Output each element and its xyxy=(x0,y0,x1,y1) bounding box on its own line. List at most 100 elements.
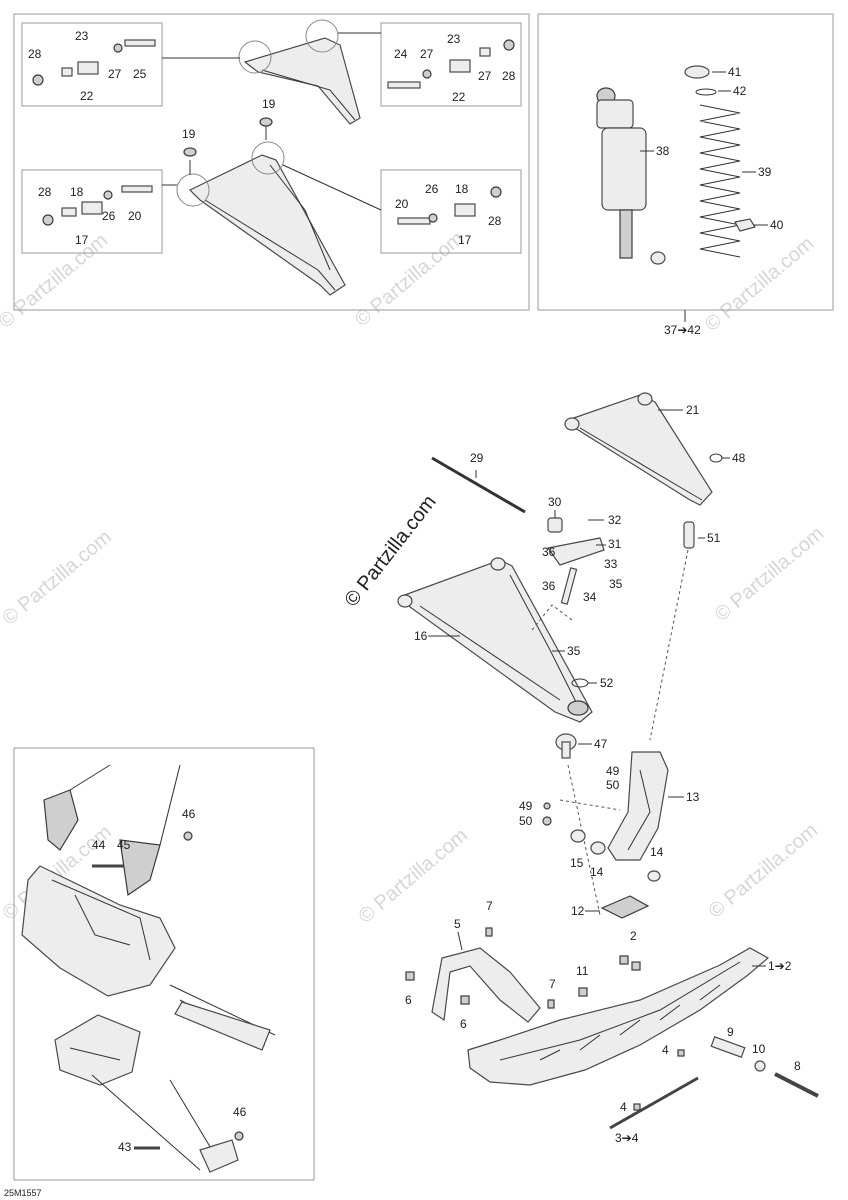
label-45: 45 xyxy=(117,838,131,852)
label-12: 12 xyxy=(571,904,585,918)
shock-absorber-illustration xyxy=(596,87,666,265)
label-23-a: 23 xyxy=(75,29,89,43)
label-29: 29 xyxy=(470,451,484,465)
label-18-b: 18 xyxy=(455,182,469,196)
ski-1 xyxy=(467,947,770,1086)
label-25: 25 xyxy=(133,67,147,81)
label-28-b: 28 xyxy=(502,69,516,83)
label-32: 32 xyxy=(608,513,622,527)
label-10: 10 xyxy=(752,1042,766,1056)
label-6-a: 6 xyxy=(405,993,412,1007)
watermark-3: © Partzilla.com xyxy=(701,232,818,335)
label-26-b: 26 xyxy=(425,182,439,196)
label-4-b: 4 xyxy=(620,1100,627,1114)
label-18-a: 18 xyxy=(70,185,84,199)
inset-box-bottom-left xyxy=(21,169,163,254)
label-19-b: 19 xyxy=(182,127,196,141)
label-27-b: 27 xyxy=(420,47,434,61)
label-13: 13 xyxy=(686,790,700,804)
label-38: 38 xyxy=(656,144,670,158)
inset-box-top-right xyxy=(380,22,522,107)
label-40: 40 xyxy=(770,218,784,232)
label-28-c: 28 xyxy=(38,185,52,199)
label-47: 47 xyxy=(594,737,608,751)
spindle-13 xyxy=(607,751,669,861)
label-41: 41 xyxy=(728,65,742,79)
label-19-a: 19 xyxy=(262,97,276,111)
shock-panel: 41 42 38 39 40 37➔42 xyxy=(537,13,834,337)
label-20-b: 20 xyxy=(395,197,409,211)
label-42: 42 xyxy=(733,84,747,98)
label-16: 16 xyxy=(414,629,428,643)
label-31: 31 xyxy=(608,537,622,551)
frame-mount-panel: 46 44 45 46 43 xyxy=(13,747,315,1181)
label-15: 15 xyxy=(570,856,584,870)
label-35-b: 35 xyxy=(567,644,581,658)
panel-frame-top-left xyxy=(13,13,530,311)
document-code: 25M1557 xyxy=(4,1188,42,1198)
label-52: 52 xyxy=(600,676,614,690)
label-50-b: 50 xyxy=(519,814,533,828)
label-28-d: 28 xyxy=(488,214,502,228)
label-range-37-42: 37➔42 xyxy=(664,323,701,337)
label-44: 44 xyxy=(92,838,106,852)
label-49-b: 49 xyxy=(519,799,533,813)
label-27-a: 27 xyxy=(108,67,122,81)
label-20-a: 20 xyxy=(128,209,142,223)
label-35-a: 35 xyxy=(609,577,623,591)
label-11: 11 xyxy=(576,964,589,978)
inset-box-bottom-right xyxy=(380,169,522,254)
label-48: 48 xyxy=(732,451,746,465)
label-51: 51 xyxy=(707,531,721,545)
inset-box-top-left xyxy=(21,22,163,107)
label-22-b: 22 xyxy=(452,90,466,104)
front-suspension-exploded-view: 21 48 29 © Partzilla.com 30 32 31 36 33 … xyxy=(340,392,819,1145)
label-49-a: 49 xyxy=(606,764,620,778)
label-50-a: 50 xyxy=(606,778,620,792)
chassis-illustration xyxy=(21,764,276,1051)
watermark-4: © Partzilla.com xyxy=(0,526,116,629)
label-14-b: 14 xyxy=(650,845,664,859)
upper-a-arm-21 xyxy=(564,392,713,506)
label-30: 30 xyxy=(548,495,562,509)
ski-bracket-5 xyxy=(431,947,541,1023)
label-range-1-2: 1➔2 xyxy=(768,959,792,973)
label-range-3-4: 3➔4 xyxy=(615,1131,639,1145)
label-8: 8 xyxy=(794,1059,801,1073)
label-5: 5 xyxy=(454,917,461,931)
label-36-a: 36 xyxy=(542,545,556,559)
watermark-7: © Partzilla.com xyxy=(355,824,472,927)
upper-arm-bushing-panel: 28 23 27 25 22 24 27 23 27 28 22 28 18 2… xyxy=(13,13,530,311)
upper-a-arm-illustration xyxy=(162,19,381,125)
label-26-a: 26 xyxy=(102,209,116,223)
label-46-b: 46 xyxy=(233,1105,247,1119)
watermark-5: © Partzilla.com xyxy=(711,522,828,625)
label-43: 43 xyxy=(118,1140,132,1154)
label-36-b: 36 xyxy=(542,579,556,593)
label-23-b: 23 xyxy=(447,32,461,46)
lower-a-arm-illustration xyxy=(162,117,382,296)
label-7-b: 7 xyxy=(549,977,556,991)
label-24: 24 xyxy=(394,47,408,61)
label-17-b: 17 xyxy=(458,233,472,247)
label-7-a: 7 xyxy=(486,899,493,913)
watermark-1: © Partzilla.com xyxy=(0,229,112,332)
lower-a-arm-16 xyxy=(397,557,593,723)
label-14-a: 14 xyxy=(590,865,604,879)
label-17-a: 17 xyxy=(75,233,89,247)
label-6-b: 6 xyxy=(460,1017,467,1031)
label-22-a: 22 xyxy=(80,89,94,103)
label-27-c: 27 xyxy=(478,69,492,83)
label-33: 33 xyxy=(604,557,618,571)
label-4-a: 4 xyxy=(662,1043,669,1057)
label-34: 34 xyxy=(583,590,597,604)
coil-spring-illustration xyxy=(684,65,756,258)
label-2: 2 xyxy=(630,929,637,943)
label-46-a: 46 xyxy=(182,807,196,821)
watermarks: © Partzilla.com © Partzilla.com © Partzi… xyxy=(0,227,828,927)
rear-bracket-illustration xyxy=(54,1014,239,1173)
label-9: 9 xyxy=(727,1025,734,1039)
watermark-2: © Partzilla.com xyxy=(351,227,468,330)
watermark-8: © Partzilla.com xyxy=(705,819,822,922)
